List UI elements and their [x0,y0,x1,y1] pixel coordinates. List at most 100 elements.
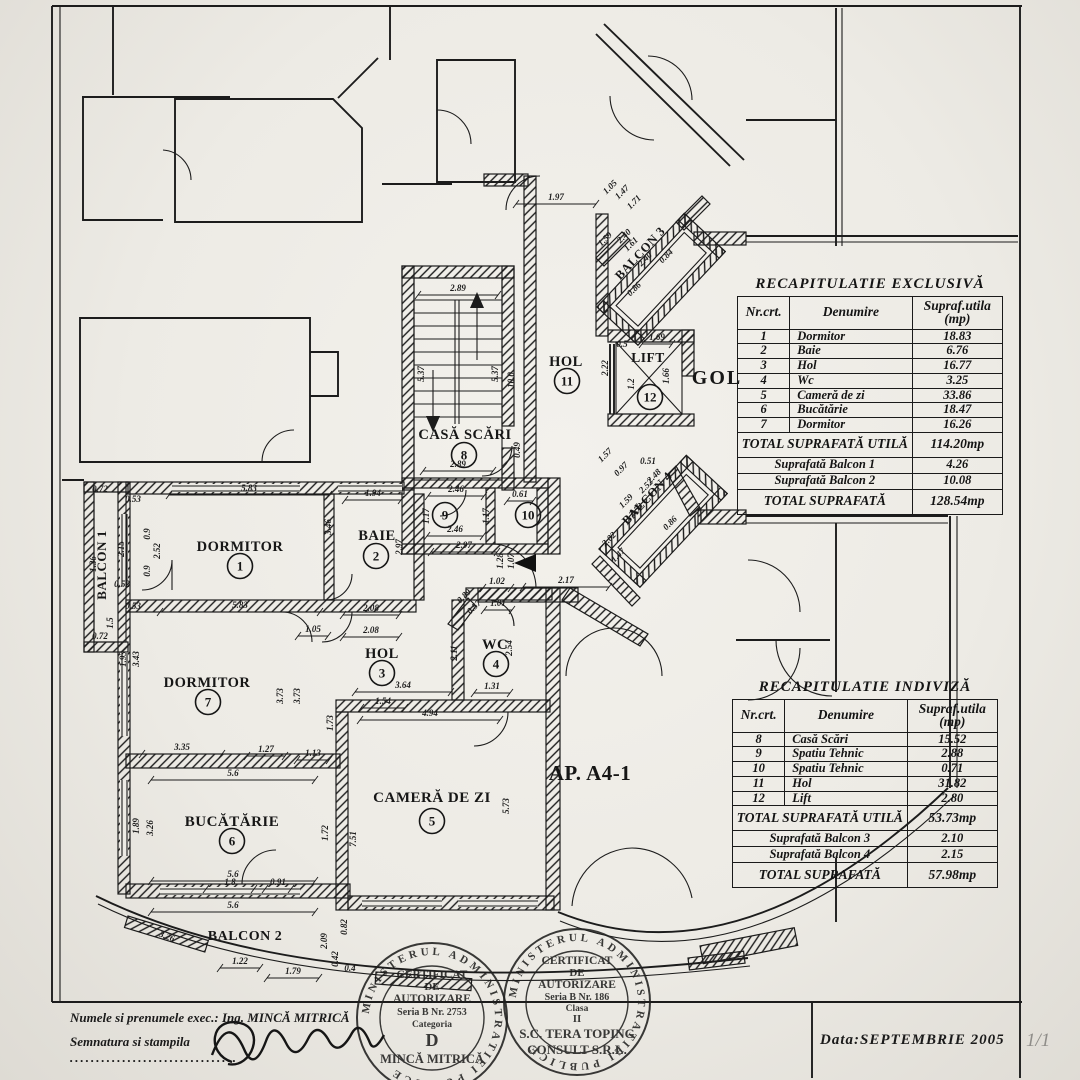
recap-exclusiva-cell-nr: 6 [736,402,791,418]
dimension-tick [311,907,319,917]
dimension-label: 2.54 [504,640,514,657]
dimension-tick [397,495,405,505]
room-label-lift-circle [636,383,664,411]
room-label-hol-3: HOL [365,646,399,662]
apartment-label: AP. A4-1 [549,761,632,785]
dimension-label: 0.52 [114,579,130,589]
dimension-label: 2.89 [449,283,466,293]
dimension-label: 2.89 [449,459,466,469]
dimension-tick [281,751,289,761]
room-label-balcon-1: BALCON 1 [94,530,109,599]
recap-exclusiva-cell-denumire: Wc [789,372,913,389]
dimension-label: 1.02 [489,576,505,586]
dimension-tick [480,491,488,501]
room-label-baie-circle [362,542,390,570]
recap-indiviza-cell-suprafata: 2.80 [906,790,999,807]
dimension-tick [423,531,431,541]
recap-exclusiva-cell-nr: 1 [736,328,791,345]
room-label-wc-circle [482,650,510,678]
recap-indiviza-cell-suprafata: 31.82 [906,775,999,792]
dimension-label: 1.72 [320,825,330,841]
recap-exclusiva-cell-denumire: Dormitor [789,328,913,345]
dimension-tick [263,973,271,983]
recap-indiviza-balcon-label: Suprafată Balcon 3 [732,830,908,848]
room-label-lift: LIFT [631,350,665,365]
room-label-baie-number: 2 [373,549,380,564]
table-title: RECAPITULATIE EXCLUSIVĂ [755,276,985,292]
recap-exclusiva-cell-denumire: Hol [789,358,913,374]
dimension-tick [156,607,164,617]
room-label-camera-de-zi-circle [418,807,446,835]
room-label-gol: GOL [692,367,742,389]
dimension-tick [401,703,409,713]
dimension-tick [508,605,516,615]
dimension-label: 0.9 [142,565,152,577]
dimension-label: 2.52 [152,543,162,560]
recap-indiviza-cell-nr: 9 [731,746,786,762]
dimension-tick [424,491,432,501]
dimension-tick [506,688,514,698]
dimension-tick [147,907,155,917]
entrance-arrow [514,554,536,572]
dimension-tick [147,876,155,886]
dimension-tick [311,775,319,785]
dimension-tick [470,688,478,698]
stamp-left-line: Seria B Nr. 2753 [397,1007,467,1018]
recap-exclusiva-header-denumire: Denumire [789,295,913,330]
dimension-tick [592,199,600,209]
dimension-tick [341,495,349,505]
stamp-left-line: CERTIFICAT [397,969,468,981]
recap-exclusiva-cell-denumire: Baie [789,343,913,359]
recap-exclusiva-cell-suprafata: 18.47 [911,402,1004,418]
dimension-label: 1.13 [305,748,321,758]
dimension-label: 2.22 [600,360,610,377]
dimension-tick [493,547,501,557]
dimension-tick [414,290,422,300]
dimension-tick [605,582,613,592]
room-label-hol-11: HOL [549,354,583,370]
dimension-tick [419,466,427,476]
dimension-tick [138,749,146,759]
stamp-right-line: CONSULT S.R.L. [527,1042,627,1057]
stamp-left-line: DE [424,981,439,993]
room-label-hol-11-number: 11 [561,374,573,389]
dimension-label: 0.51 [640,456,656,466]
dimension-tick [480,605,488,615]
dimension-label: 1.66 [661,368,671,384]
dimension-label: 3.64 [394,680,411,690]
recap-exclusiva-cell-suprafata: 3.25 [911,372,1004,389]
dimension-label: 1.57 [596,445,615,464]
recap-exclusiva-cell-nr: 3 [736,358,791,374]
dimension-label: 10.0 [506,372,516,388]
stamp-right: MINISTERUL ADMINISTRATIEI PUBLICE CERTIF… [503,928,651,1076]
room-label-bucatarie-number: 6 [229,834,236,849]
dimension-tick [507,583,515,593]
recap-indiviza-cell-denumire: Lift [784,790,908,807]
balcon-3-structure [596,212,727,347]
recap-indiviza-total-label: TOTAL SUPRAFATĂ [732,862,908,889]
stamp-left-line: MINCĂ MITRICĂ [380,1052,484,1066]
stamp-right-line: Seria B Nr. 186 [545,992,610,1003]
room-label-baie: BAIE [358,528,395,544]
dimension-label: 1.94 [365,488,381,498]
dimension-label: 2.97 [394,539,404,556]
recap-indiviza-cell-nr: 12 [731,790,786,807]
room-label-spatiu-tehnic-9-number: 9 [442,508,449,523]
table-title: RECAPITULATIE INDIVIZĂ [758,679,972,695]
dimension-label: 5.6 [227,869,239,879]
dimension-tick [256,963,264,973]
dimension-label: 0.72 [92,484,108,494]
stamp-left-line: AUTORIZARE [393,993,471,1005]
room-label-dormitor-1-number: 1 [237,559,244,574]
dimension-tick [479,531,487,541]
dimension-label: 2.97 [455,540,472,550]
dimension-tick [489,466,497,476]
